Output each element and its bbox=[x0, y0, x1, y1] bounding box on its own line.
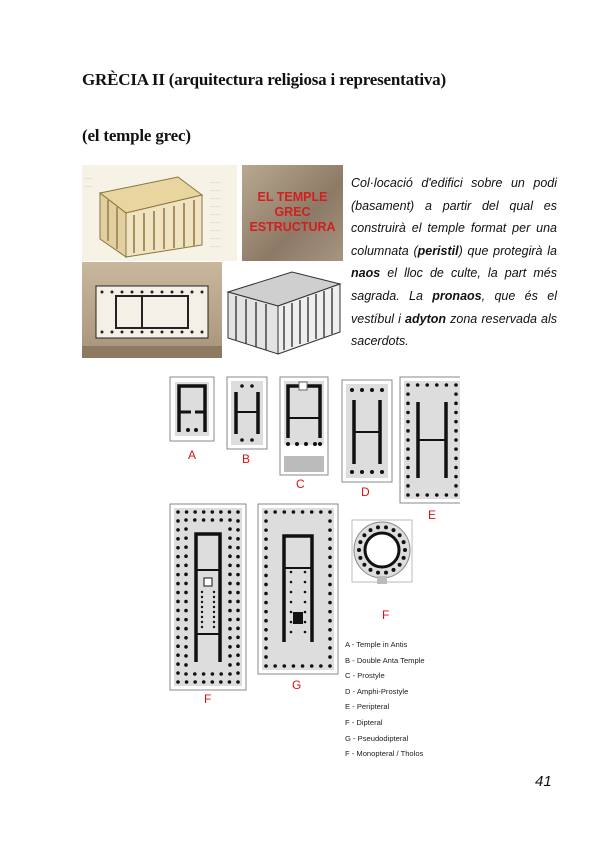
paragraph-text: ) que protegirà la bbox=[458, 243, 557, 258]
temple-diagram-image: ...................... .................… bbox=[82, 165, 237, 261]
paragraph-text: el lloc de culte, la part més sagrada. L… bbox=[351, 266, 557, 303]
svg-text:...........: ........... bbox=[210, 236, 221, 240]
legend-item: F - Monopteral / Tholos bbox=[345, 749, 424, 759]
svg-text:...........: ........... bbox=[210, 188, 221, 192]
paragraph-text: zona reservada als sacerdots. bbox=[351, 311, 557, 349]
legend-item: F - Dipteral bbox=[345, 717, 383, 727]
page-subtitle: (el temple grec) bbox=[82, 126, 191, 145]
temple-ground-plan-photo bbox=[82, 262, 222, 358]
plans-legend: A - Temple in Antis B - Double Anta Temp… bbox=[345, 637, 425, 762]
temple-structure-sign: EL TEMPLE GREC ESTRUCTURA bbox=[242, 165, 343, 261]
sign-line-1: EL TEMPLE bbox=[257, 190, 328, 204]
plan-pseudodipteral bbox=[257, 503, 339, 675]
legend-item: C - Prostyle bbox=[345, 671, 385, 681]
legend-item: A - Temple in Antis bbox=[345, 640, 408, 649]
key-term: pronaos bbox=[432, 288, 482, 303]
plan-letter-b: B bbox=[242, 452, 251, 466]
plan-dipteral bbox=[169, 503, 247, 691]
svg-text:...........: ........... bbox=[210, 228, 221, 232]
plan-letter-c: C bbox=[296, 477, 305, 491]
key-term: adyton bbox=[405, 311, 447, 326]
svg-text:...........: ........... bbox=[210, 244, 221, 248]
legend-item: E - Peripteral bbox=[345, 702, 390, 712]
plan-letter-g: G bbox=[292, 678, 302, 692]
temple-plans-figure: A B C D E F G F bbox=[160, 372, 465, 762]
page-title: GRÈCIA II (arquitectura religiosa i repr… bbox=[82, 70, 446, 89]
svg-text:...........: ........... bbox=[210, 212, 221, 216]
plan-letter-d: D bbox=[361, 485, 370, 499]
plan-temple-in-antis bbox=[169, 376, 215, 442]
legend-item: G - Pseudodipteral bbox=[345, 733, 409, 743]
page-number: 41 bbox=[535, 773, 552, 790]
paragraph-text: Col·locació d'edifici sobre un podi (bas… bbox=[351, 176, 557, 258]
svg-text:...........: ........... bbox=[210, 220, 221, 224]
legend-item: D - Amphi-Prostyle bbox=[345, 686, 409, 696]
plan-tholos bbox=[351, 519, 413, 584]
plan-double-anta bbox=[226, 376, 268, 450]
svg-text:...........: ........... bbox=[210, 180, 221, 184]
intro-paragraph: Col·locació d'edifici sobre un podi (bas… bbox=[351, 172, 557, 353]
plan-prostyle bbox=[279, 376, 329, 476]
sign-line-3: ESTRUCTURA bbox=[249, 220, 336, 234]
plan-letter-f: F bbox=[204, 692, 212, 706]
legend-item: B - Double Anta Temple bbox=[345, 655, 425, 665]
temple-illustration bbox=[222, 262, 343, 358]
svg-text:...........: ........... bbox=[210, 196, 221, 200]
sign-line-2: GREC bbox=[274, 205, 311, 219]
key-term: naos bbox=[351, 266, 381, 281]
svg-text:.........: ......... bbox=[84, 184, 93, 188]
key-term: peristil bbox=[417, 243, 459, 258]
plan-letter-e: E bbox=[428, 508, 437, 522]
paragraph-text: , que és el vestíbul i bbox=[351, 288, 557, 326]
plan-letter-tholos: F bbox=[382, 608, 390, 622]
svg-text:...........: ........... bbox=[210, 204, 221, 208]
plan-letter-a: A bbox=[188, 448, 197, 462]
plan-peripteral bbox=[399, 376, 465, 504]
svg-text:.........: ......... bbox=[84, 176, 93, 180]
plan-amphi-prostyle bbox=[341, 379, 393, 483]
